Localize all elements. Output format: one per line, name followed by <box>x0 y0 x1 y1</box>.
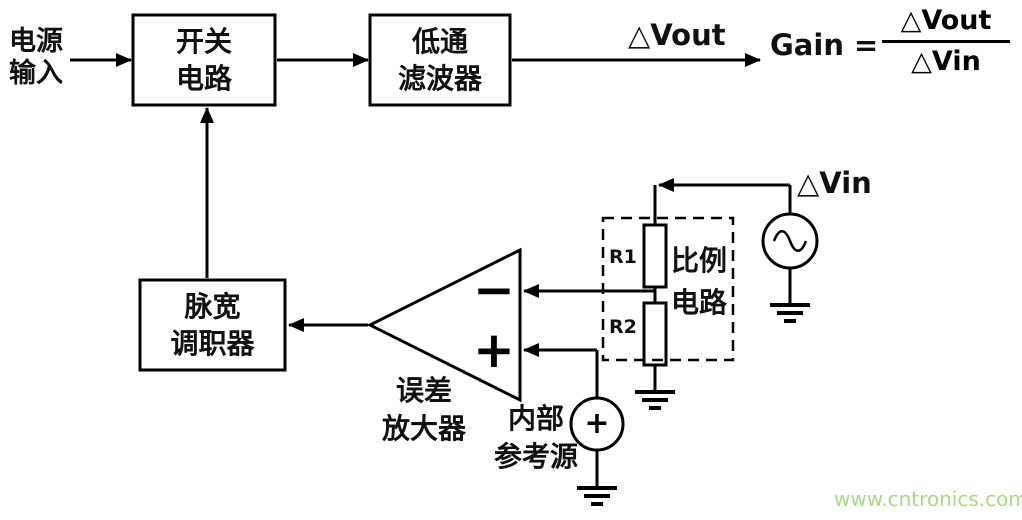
delta-vout-label: △Vout <box>628 18 726 52</box>
fraction-bar <box>882 40 1010 43</box>
low-pass-filter-box <box>368 13 512 107</box>
opamp-plus-sign: + <box>473 321 515 379</box>
internal-reference-label: 内部 参考源 <box>493 402 578 473</box>
opamp-minus-sign: − <box>473 261 515 319</box>
pwm-modulator-label: 脉宽 调职器 <box>170 290 255 360</box>
gain-prefix-label: Gain = <box>770 28 879 62</box>
watermark-text: www.cntronics.com <box>834 487 1022 511</box>
ratio-circuit-dashed-box <box>601 216 735 362</box>
error-amplifier-triangle <box>366 247 522 403</box>
low-pass-filter-label: 低通 滤波器 <box>397 25 482 95</box>
ground-icon-ac <box>770 303 810 323</box>
ground-icon-reference <box>577 486 617 506</box>
error-amplifier-label: 误差 放大器 <box>381 374 466 445</box>
ac-source-sine-icon <box>772 230 808 252</box>
resistor-r1 <box>642 223 668 289</box>
ground-icon-divider <box>635 390 675 410</box>
power-input-label: 电源 输入 <box>9 26 63 89</box>
switch-circuit-box <box>131 13 277 107</box>
switch-circuit-label: 开关 电路 <box>175 25 232 95</box>
reference-plus-sign: + <box>584 405 610 441</box>
pwm-modulator-box <box>138 278 287 372</box>
gain-denominator: △Vin <box>911 46 981 77</box>
r1-label: R1 <box>609 246 637 268</box>
ratio-circuit-label: 比例 电路 <box>670 244 727 319</box>
gain-fraction: △Vout △Vin <box>880 4 1012 79</box>
r2-label: R2 <box>609 316 637 338</box>
resistor-r2 <box>642 301 668 367</box>
gain-numerator: △Vout <box>900 5 992 36</box>
delta-vin-label: △Vin <box>797 166 872 200</box>
